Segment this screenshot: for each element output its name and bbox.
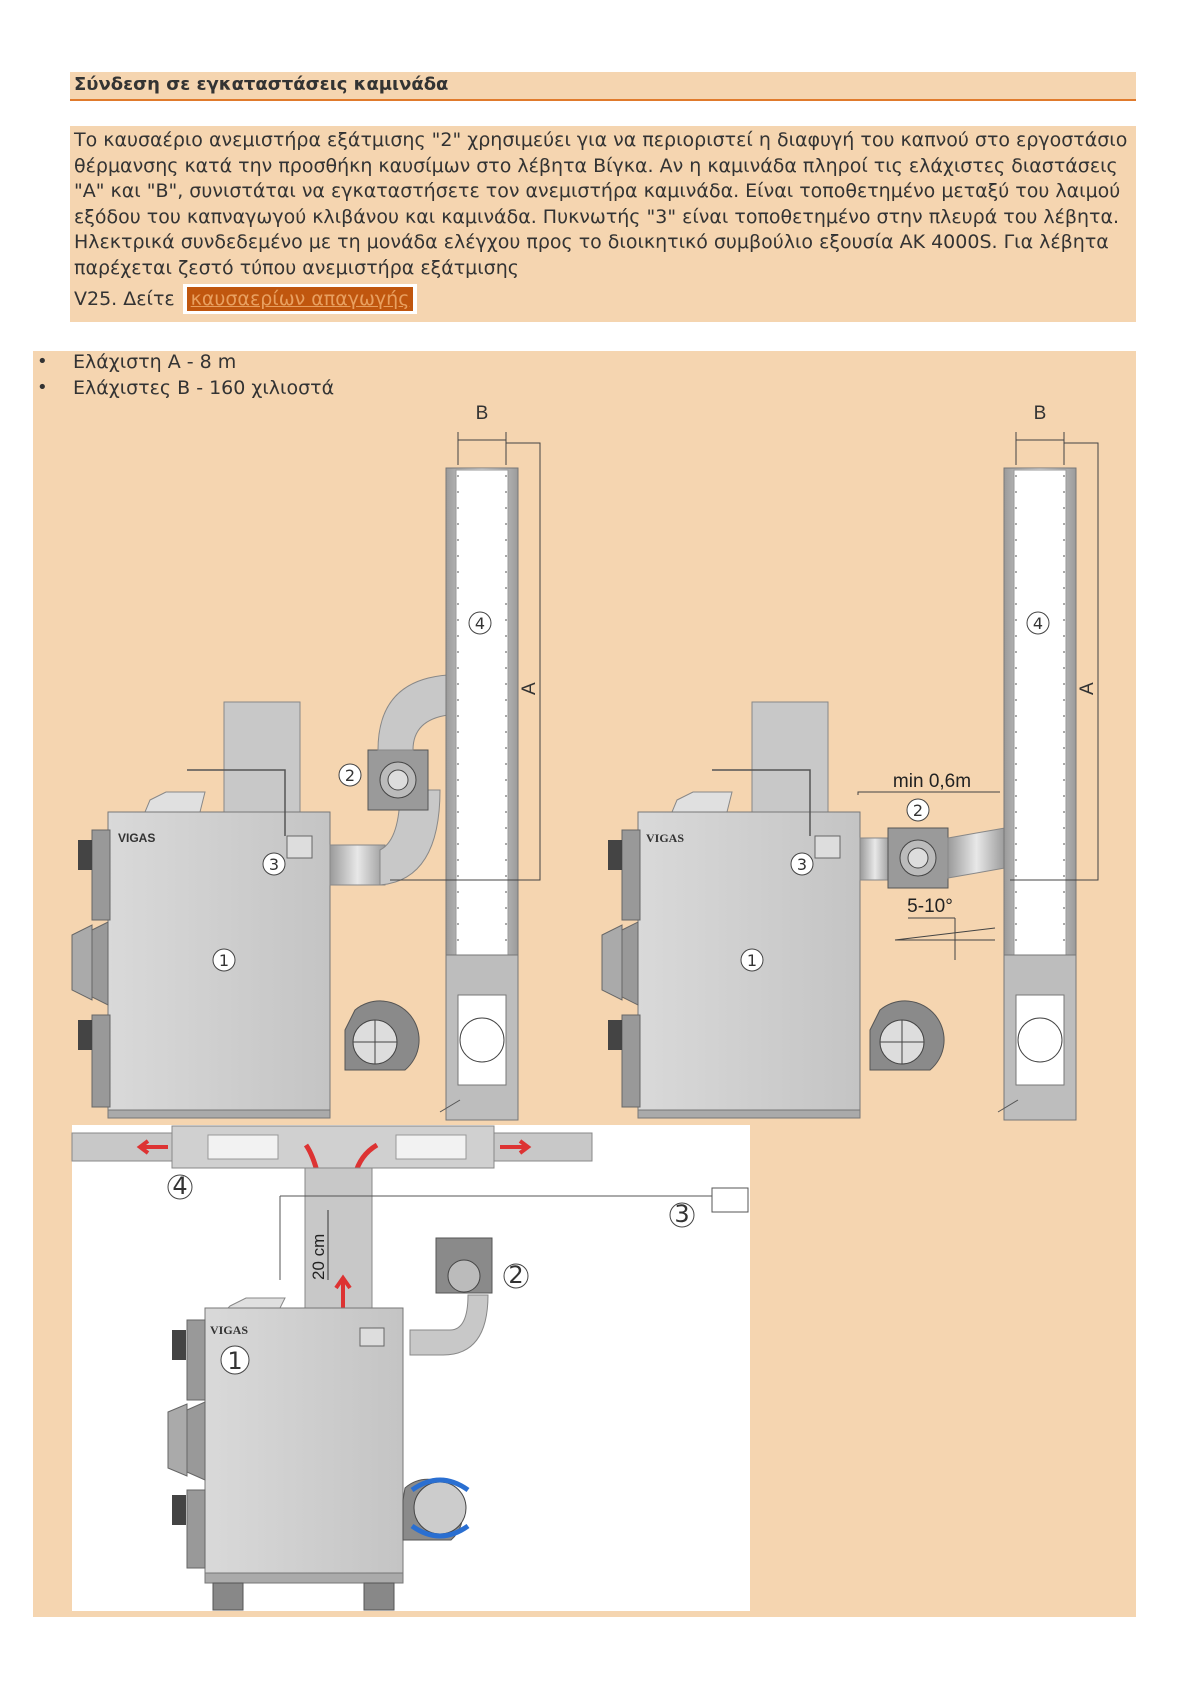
- label-1: 1: [747, 951, 757, 970]
- intro-last-prefix: V25. Δείτε: [74, 288, 175, 310]
- boiler-right: VIGAS 3 1: [601, 701, 945, 1119]
- label-4: 4: [172, 1172, 187, 1200]
- height-20cm-label: 20 cm: [309, 1234, 328, 1280]
- min-distance-label: min 0,6m: [893, 771, 971, 792]
- flue-pipe-right: min 0,6m 2 5-10°: [857, 771, 1006, 960]
- label-3: 3: [269, 855, 279, 874]
- link-box: καυσαερίων απαγωγής: [182, 284, 418, 314]
- intro-last-line: V25. Δείτε καυσαερίων απαγωγής: [74, 284, 418, 314]
- label-4: 4: [1033, 614, 1043, 633]
- label-1: 1: [219, 951, 229, 970]
- flue-exhaust-link[interactable]: καυσαερίων απαγωγής: [186, 287, 414, 311]
- brand-label: VIGAS: [646, 831, 684, 845]
- label-4: 4: [475, 614, 485, 633]
- boiler-left: VIGAS 3 1: [71, 701, 420, 1119]
- section-header: Σύνδεση σε εγκαταστάσεις καμινάδα: [70, 72, 1136, 101]
- brand-label: VIGAS: [118, 831, 155, 845]
- dim-b-left: B: [476, 403, 489, 424]
- angle-label: 5-10°: [907, 896, 953, 917]
- flue-pipe-left: 2: [329, 674, 449, 886]
- label-2: 2: [913, 801, 923, 820]
- label-2: 2: [345, 766, 355, 785]
- dim-b-right: B: [1034, 403, 1047, 424]
- label-2: 2: [508, 1261, 523, 1289]
- section-title: Σύνδεση σε εγκαταστάσεις καμινάδα: [74, 74, 449, 95]
- chimney-left: B A 4: [390, 403, 541, 1121]
- label-3: 3: [674, 1200, 689, 1228]
- label-3: 3: [797, 855, 807, 874]
- label-1: 1: [227, 1347, 242, 1375]
- requirement-item: Ελάχιστες B - 160 χιλιοστά: [33, 375, 334, 401]
- intro-box: Το καυσαέριο ανεμιστήρα εξάτμισης "2" χρ…: [70, 126, 1136, 322]
- brand-label: VIGAS: [210, 1323, 248, 1337]
- bottom-assembly: 20 cm 3 4 2 VIGAS 1: [71, 1125, 749, 1611]
- chimney-right: B A 4: [997, 403, 1099, 1121]
- requirement-item: Ελάχιστη A - 8 m: [33, 349, 334, 375]
- requirements-list: Ελάχιστη A - 8 m Ελάχιστες B - 160 χιλιο…: [33, 349, 334, 401]
- intro-text: Το καυσαέριο ανεμιστήρα εξάτμισης "2" χρ…: [74, 129, 1128, 279]
- dim-a-right: A: [1077, 682, 1098, 695]
- dim-a-left: A: [519, 682, 540, 695]
